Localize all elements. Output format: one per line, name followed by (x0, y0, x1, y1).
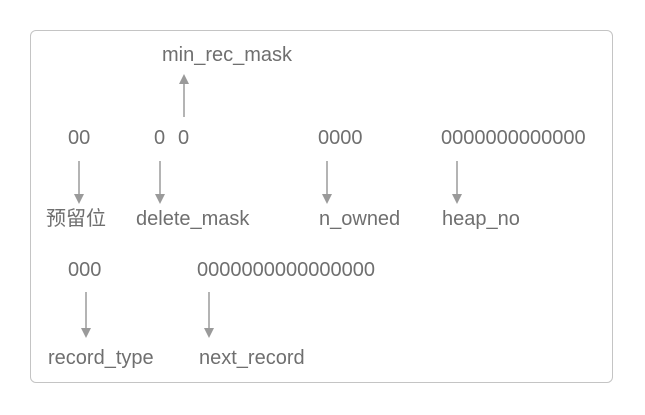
reserved-field-label: 预留位 (46, 208, 106, 230)
n-owned-label: n_owned (319, 208, 401, 230)
n-owned-bits: 0000 (318, 127, 363, 149)
record-type-bits: 000 (68, 259, 102, 281)
delete-flag-bit: 0 (154, 127, 166, 149)
reserved-bits: 00 (68, 127, 91, 149)
next-record-bits: 0000000000000000 (197, 259, 375, 281)
min-rec-mask-label: min_rec_mask (162, 44, 293, 66)
heap-no-label: heap_no (442, 208, 520, 230)
heap-no-bits: 0000000000000 (441, 127, 586, 149)
next-record-label: next_record (199, 347, 305, 369)
record-type-label: record_type (48, 347, 154, 369)
min-rec-flag-bit: 0 (178, 127, 190, 149)
diagram-frame (30, 30, 613, 383)
delete-mask-label: delete_mask (136, 208, 250, 230)
